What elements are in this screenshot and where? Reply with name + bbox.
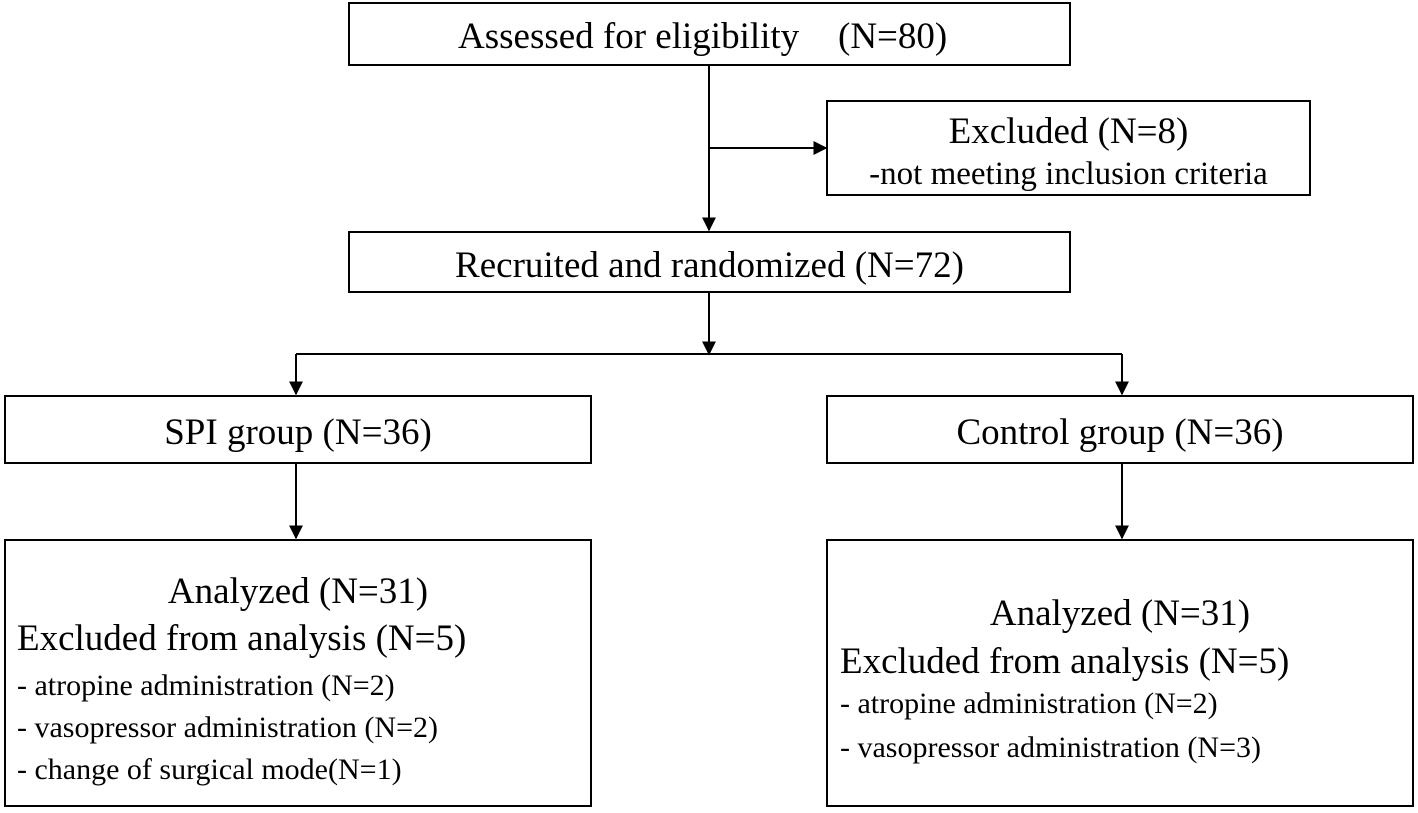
spi-reason-item: - atropine administration (N=2) <box>17 669 395 702</box>
excluded-box: Excluded (N=8) -not meeting inclusion cr… <box>826 100 1311 196</box>
spi-group-box: SPI group (N=36) <box>4 395 592 464</box>
control-analyzed-label: Analyzed (N=31) <box>989 593 1251 634</box>
control-group-box: Control group (N=36) <box>826 395 1414 464</box>
control-reason-item: - atropine administration (N=2) <box>840 687 1218 720</box>
assessed-box: Assessed for eligibility (N=80) <box>348 2 1071 66</box>
assessed-label: Assessed for eligibility <box>458 16 800 57</box>
randomized-label: Recruited and randomized (N=72) <box>455 245 964 286</box>
control-group-label: Control group (N=36) <box>956 412 1284 453</box>
spi-analyzed-box: Analyzed (N=31) Excluded from analysis (… <box>4 539 592 807</box>
spi-reason-item: - vasopressor administration (N=2) <box>17 711 438 744</box>
spi-group-label: SPI group (N=36) <box>164 412 432 453</box>
excluded-reason: -not meeting inclusion criteria <box>869 156 1268 192</box>
assessed-count: (N=80) <box>838 16 948 57</box>
randomized-box: Recruited and randomized (N=72) <box>348 231 1071 293</box>
control-excluded-label: Excluded from analysis (N=5) <box>840 641 1290 682</box>
excluded-title: Excluded (N=8) <box>948 111 1189 152</box>
spi-excluded-label: Excluded from analysis (N=5) <box>17 618 467 659</box>
spi-reason-item: - change of surgical mode(N=1) <box>17 753 402 786</box>
control-analyzed-box: Analyzed (N=31) Excluded from analysis (… <box>826 539 1414 807</box>
spi-analyzed-label: Analyzed (N=31) <box>167 571 429 612</box>
control-reason-item: - vasopressor administration (N=3) <box>840 731 1261 764</box>
